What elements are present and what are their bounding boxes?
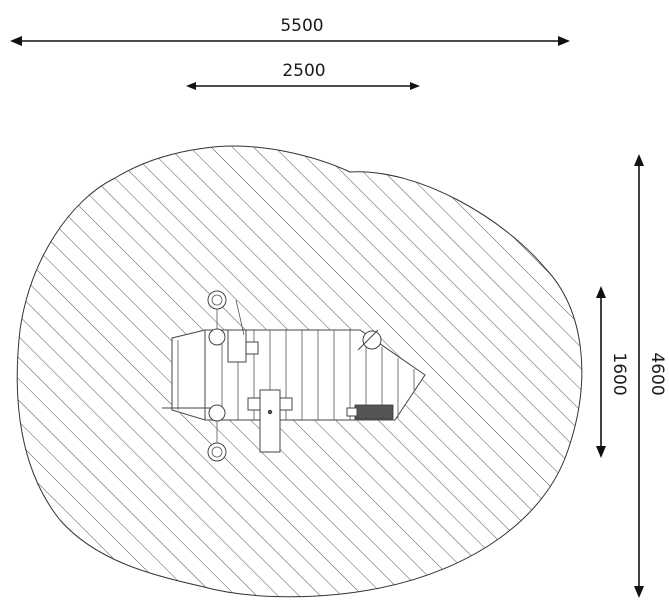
post-top-left [208, 328, 226, 346]
dimension-platform-width: 2500 [186, 61, 420, 90]
chute-bottom [259, 389, 281, 453]
post-right [362, 330, 382, 350]
play-equipment [162, 290, 426, 462]
platform-depth-label: 1600 [609, 352, 629, 395]
overall-depth-label: 4600 [647, 352, 667, 395]
wheel-bottom [207, 442, 227, 462]
side-ramp [171, 329, 206, 421]
dimension-platform-depth: 1600 [596, 286, 629, 458]
cannon [354, 404, 394, 420]
dimension-overall-depth: 4600 [634, 154, 667, 598]
dimension-overall-width: 5500 [10, 16, 570, 46]
overall-width-label: 5500 [280, 16, 323, 36]
wheel-top [207, 290, 227, 310]
platform-width-label: 2500 [282, 61, 325, 81]
post-bottom-left [208, 404, 226, 422]
chute-top [227, 329, 247, 363]
